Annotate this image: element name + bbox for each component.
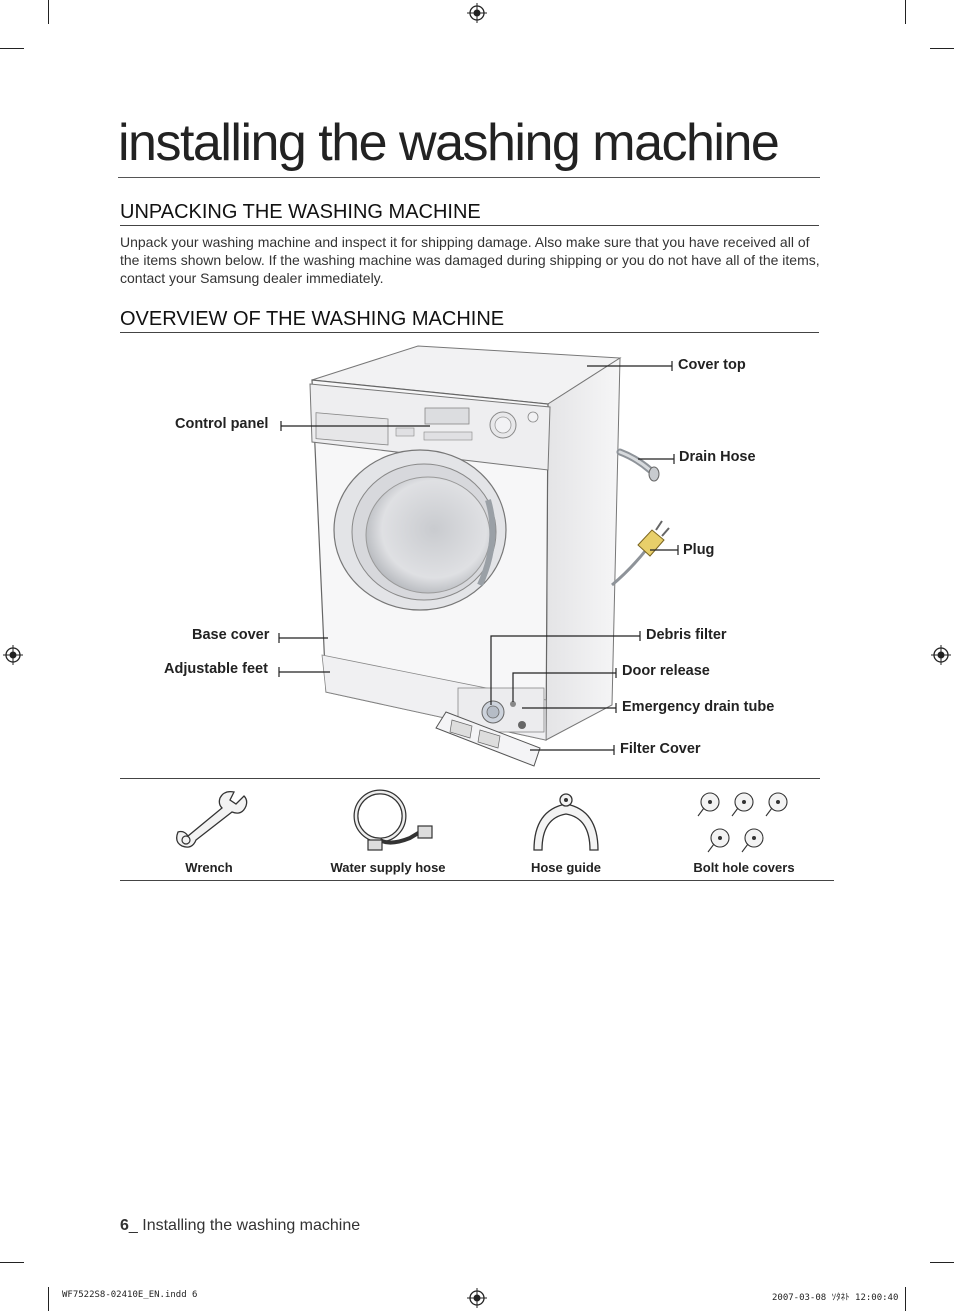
accessory-label: Bolt hole covers [693,860,795,875]
section-heading-overview: OVERVIEW OF THE WASHING MACHINE [120,306,819,333]
button-shape [395,427,415,437]
hose-guide-icon [533,793,599,851]
print-slug-file: WF7522S8-02410E_EN.indd 6 [62,1290,198,1300]
registration-mark-icon [467,3,487,23]
page-footer: 6_ Installing the washing machine [120,1217,360,1235]
plug-shape [637,529,665,557]
registration-mark-icon [931,645,951,665]
power-button-shape [527,411,539,423]
bolt-hole-covers-icon [697,792,788,853]
print-slug-date: 2007-03-08 ｿﾀﾈﾄ 12:00:40 [772,1293,899,1303]
unpacking-body-text: Unpack your washing machine and inspect … [120,234,820,286]
label-cover-top: Cover top [678,357,746,373]
label-control-panel: Control panel [175,416,269,432]
crop-mark [930,1262,954,1263]
power-cord-shape [611,549,648,587]
crop-mark [48,1287,49,1311]
display-shape [424,407,470,425]
registration-mark-icon [3,645,23,665]
dial-shape [494,416,512,434]
crop-mark [905,0,906,24]
water-supply-hose-icon [353,789,433,851]
drain-hose-shape [618,450,652,472]
washing-machine-diagram [278,345,679,767]
door-handle-shape [477,499,496,587]
button-shape [423,431,473,441]
label-emergency-drain-tube: Emergency drain tube [622,699,775,715]
label-plug: Plug [683,542,715,558]
debris-filter-shape [486,705,500,719]
label-base-cover: Base cover [192,627,270,643]
accessory-label: Water supply hose [330,860,446,875]
footer-title: _ Installing the washing machine [128,1217,361,1234]
label-door-release: Door release [622,663,710,679]
page-number: 6 [120,1217,129,1234]
side-panel-shape [545,357,621,741]
crop-mark [0,1262,24,1263]
drain-tube-shape [518,721,526,729]
label-filter-cover: Filter Cover [620,741,701,757]
crop-mark [48,0,49,24]
control-panel-shape [309,383,551,471]
filter-cover-shape [449,719,501,749]
crop-mark [930,48,954,49]
chapter-title: installing the washing machine [118,112,820,178]
accessory-label: Wrench [185,860,233,875]
drain-hose-end-shape [648,466,660,482]
accessory-label: Hose guide [530,860,602,875]
door-glass-shape [365,476,491,594]
section-heading-unpacking: UNPACKING THE WASHING MACHINE [120,199,819,226]
label-debris-filter: Debris filter [646,627,727,643]
accessories-bottom-rule [120,880,834,881]
registration-mark-icon [467,1288,487,1308]
crop-mark [0,48,24,49]
crop-mark [905,1287,906,1311]
label-drain-hose: Drain Hose [679,449,756,465]
leader-lines [278,361,679,755]
door-release-shape [510,701,516,707]
accessories-top-rule [120,778,820,779]
label-adjustable-feet: Adjustable feet [164,661,268,677]
wrench-icon [176,790,248,848]
